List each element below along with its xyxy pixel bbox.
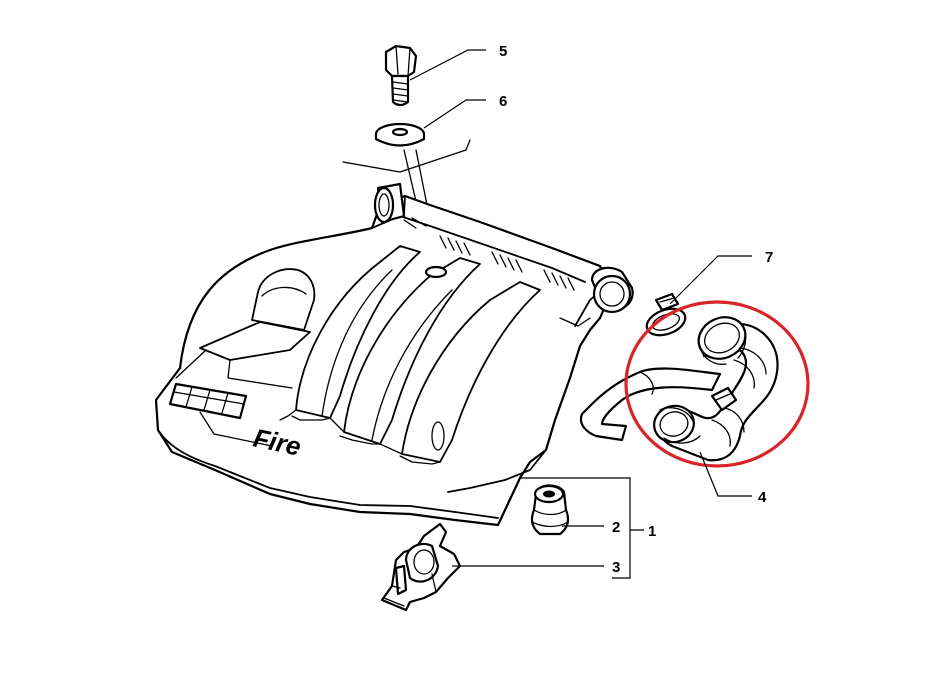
callout-5: 5 bbox=[499, 43, 507, 60]
callout-4: 4 bbox=[758, 489, 767, 506]
rubber-grommet bbox=[530, 484, 570, 536]
engine-cover bbox=[154, 194, 614, 527]
callout-6: 6 bbox=[499, 93, 507, 110]
callout-2: 2 bbox=[612, 519, 620, 536]
mounting-bracket bbox=[380, 522, 462, 612]
highlight-circle bbox=[624, 300, 810, 468]
hose-clamp bbox=[645, 292, 687, 337]
callout-7: 7 bbox=[765, 249, 773, 266]
callout-leaders bbox=[409, 49, 752, 579]
callout-numbers: 5 6 7 4 2 1 3 bbox=[499, 43, 773, 576]
oil-filler-cap bbox=[590, 266, 634, 314]
bolt bbox=[384, 44, 418, 107]
callout-3: 3 bbox=[612, 559, 620, 576]
washer bbox=[374, 122, 426, 147]
breather-hose-assembly bbox=[579, 316, 779, 462]
callout-1: 1 bbox=[648, 523, 656, 540]
vent-pipe-left bbox=[373, 182, 406, 224]
